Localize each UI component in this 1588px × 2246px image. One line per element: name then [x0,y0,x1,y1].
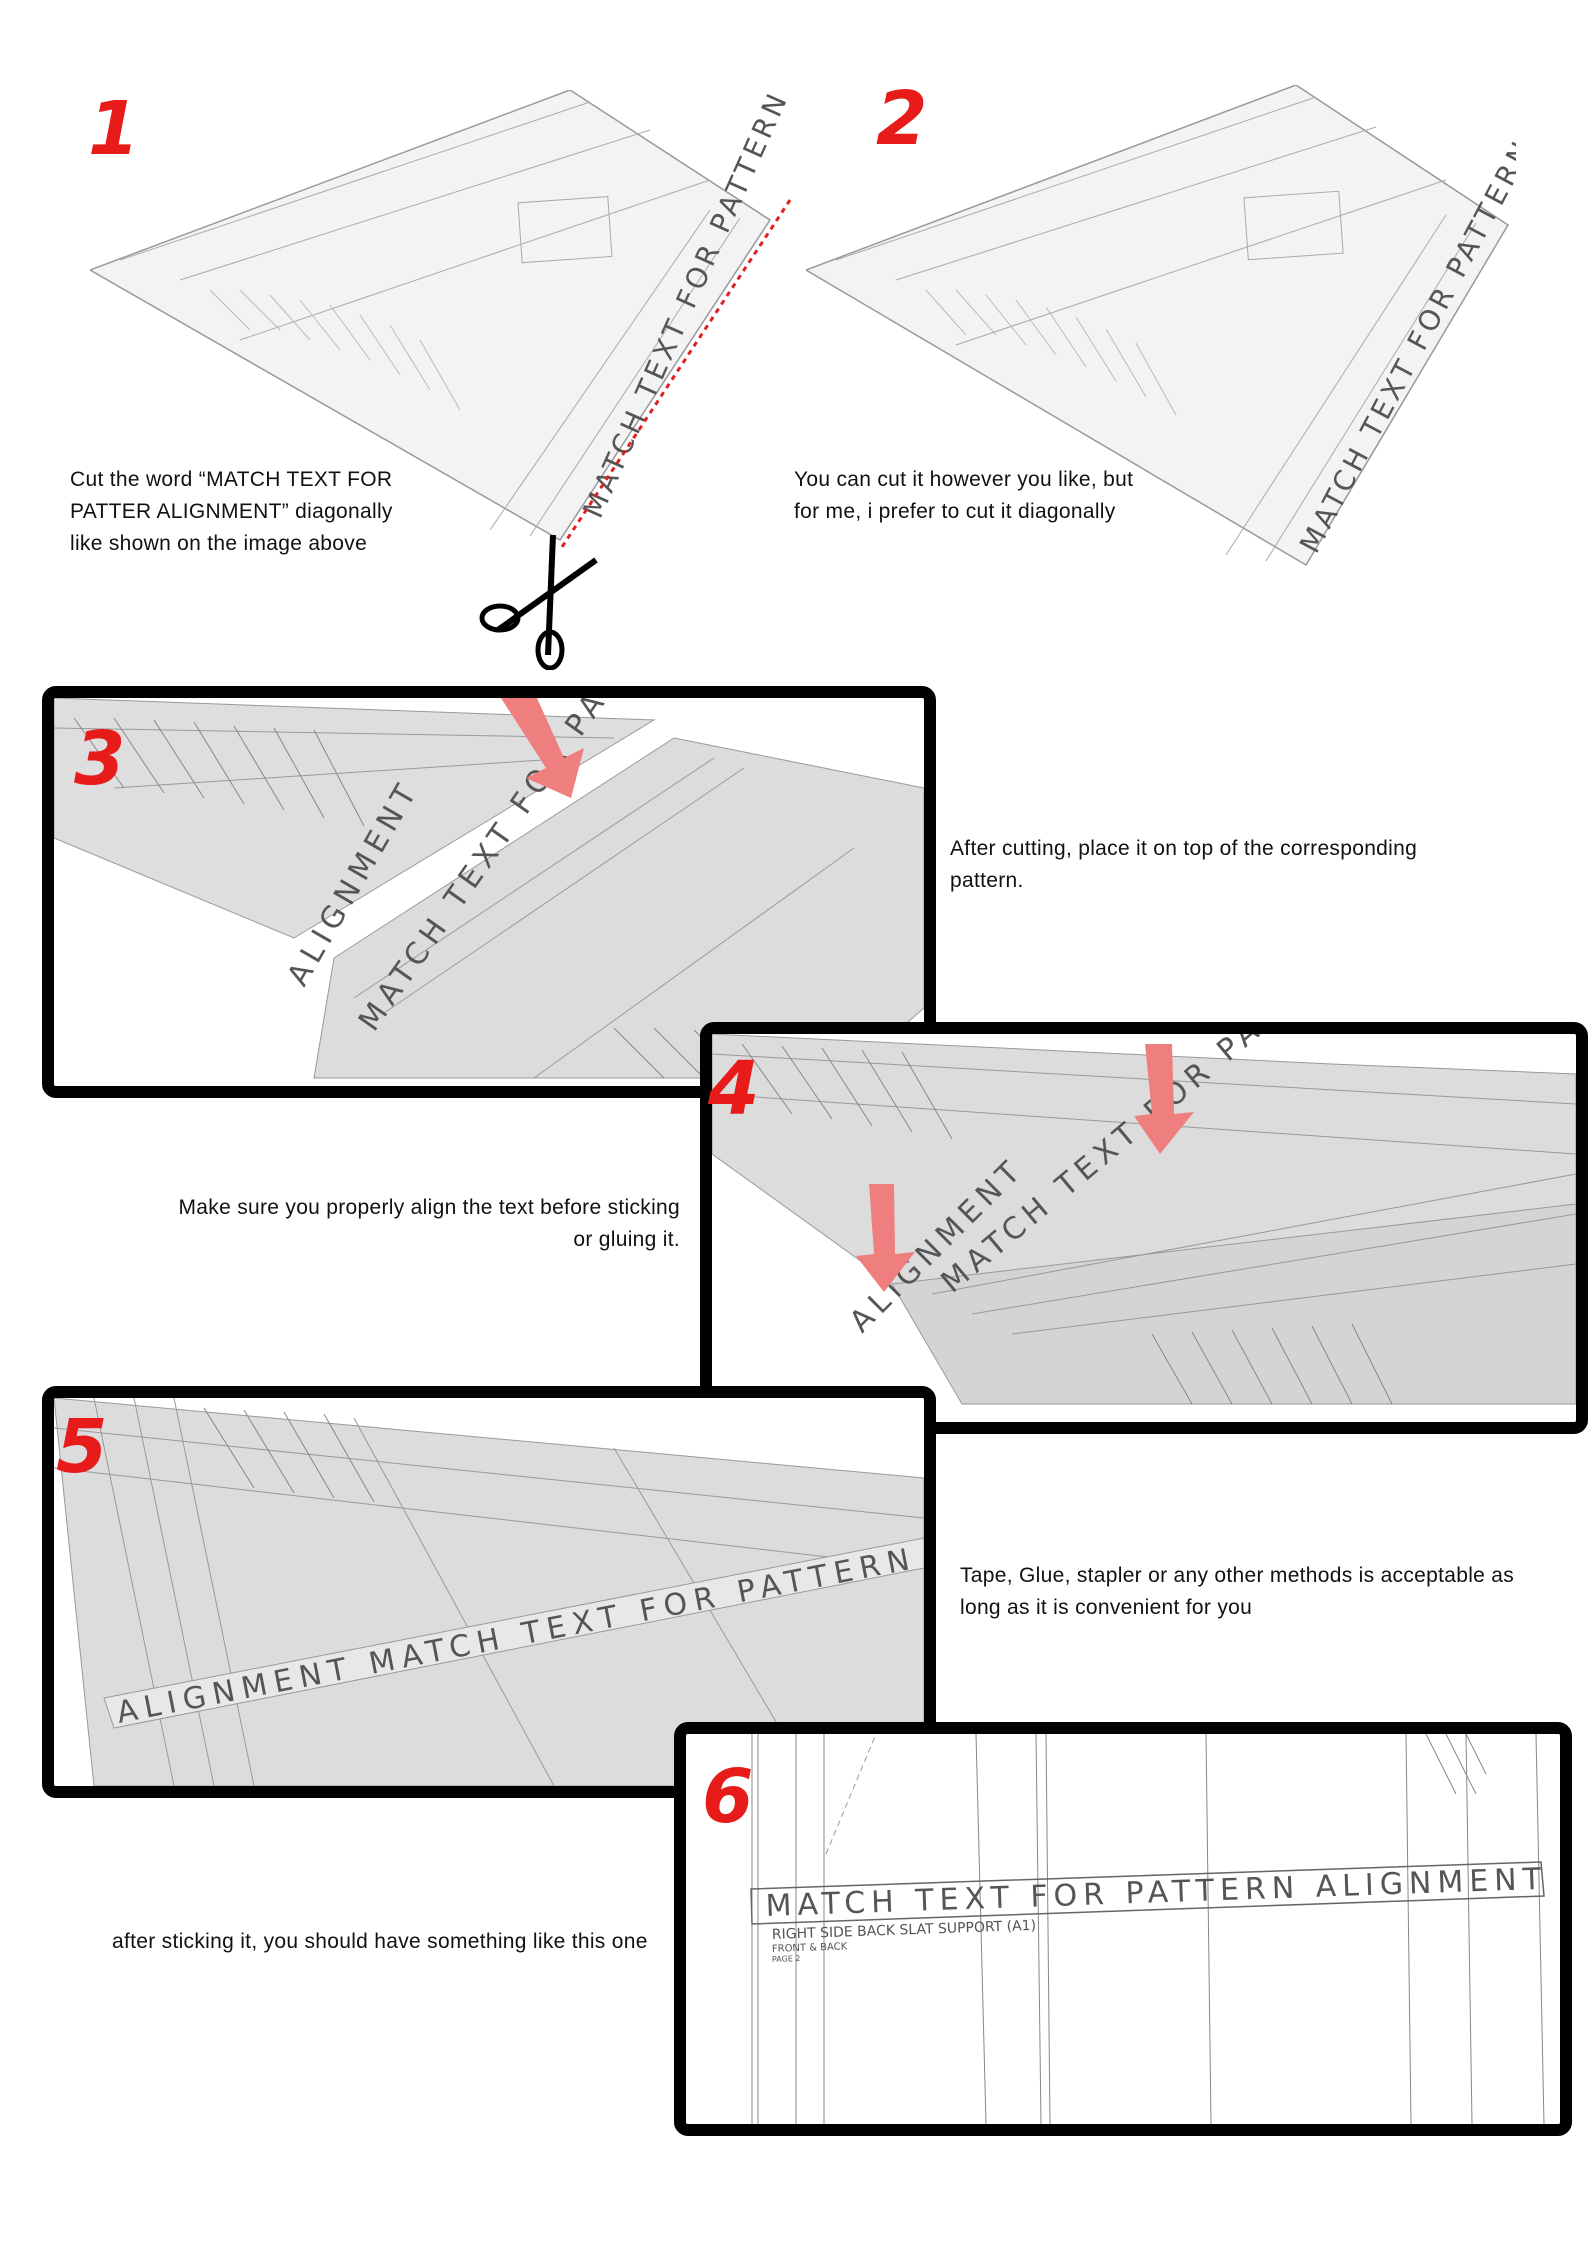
step-4-caption: Make sure you properly align the text be… [178,1196,680,1251]
step-6-photo: MATCH TEXT FOR PATTERN ALIGNMENT RIGHT S… [674,1722,1572,2136]
pattern-subtitle: FRONT & BACK [772,1941,848,1955]
step-number-2: 2 [876,76,928,162]
step-number-3: 3 [74,716,126,802]
step-number-4: 4 [708,1046,760,1132]
pattern-page: PAGE 2 [772,1954,801,1964]
arrow-down-icon [501,698,584,798]
arrow-down-icon [856,1184,915,1292]
step-5-caption: Tape, Glue, stapler or any other methods… [960,1564,1515,1619]
step-number-6: 6 [702,1754,754,1840]
arrow-down-icon [1134,1044,1194,1154]
step-number-1: 1 [88,86,140,172]
step-4-photo: ALIGNMENT MATCH TEXT FOR PATTERN ALIGNME… [700,1022,1588,1434]
step-number-5: 5 [56,1404,108,1490]
step-3-photo: ALIGNMENT MATCH TEXT FOR PATTERN ALIGNME… [42,686,936,1098]
pattern-sheet-step-2: MATCH TEXT FOR PATTERN ALIGNMENT [806,85,1516,575]
step-3-caption: After cutting, place it on top of the co… [950,837,1418,892]
step-6-caption: after sticking it, you should have somet… [112,1930,648,1953]
step-1-caption: Cut the word “MATCH TEXT FOR PATTER ALIG… [70,468,393,555]
pattern-sheet-step-1: MATCH TEXT FOR PATTERN ALIGNMENT [90,90,810,550]
scissors-icon [478,530,608,670]
step-2-caption: You can cut it however you like, but for… [794,468,1134,523]
